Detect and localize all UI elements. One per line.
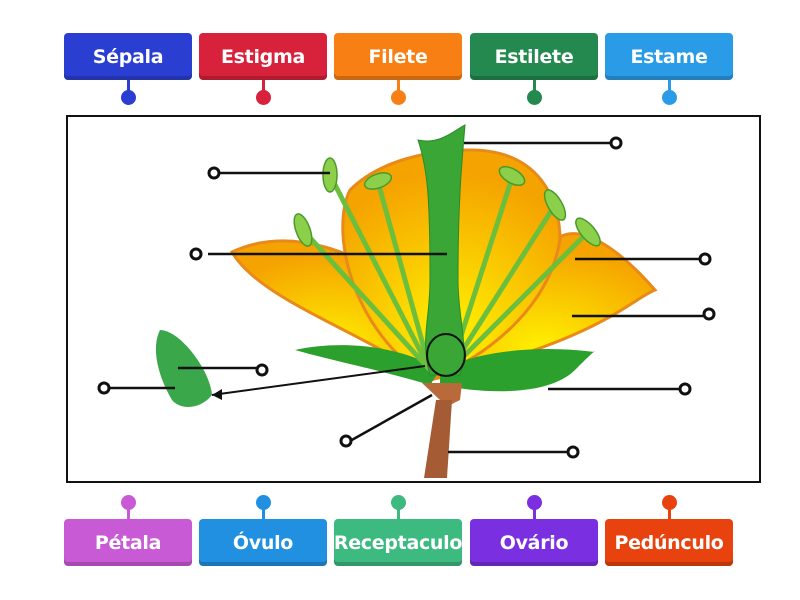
label-connector <box>262 80 265 94</box>
label-estigma[interactable]: Estigma <box>199 33 327 80</box>
label-pin <box>662 90 677 105</box>
label-pin <box>391 495 406 510</box>
label-connector <box>127 505 130 519</box>
drop-targets <box>97 136 716 459</box>
label-connector <box>533 505 536 519</box>
label-filete[interactable]: Filete <box>334 33 462 80</box>
ovary-outline <box>426 333 466 377</box>
label-pin <box>256 90 271 105</box>
anthers <box>293 157 601 247</box>
label-ovario[interactable]: Ovário <box>470 519 598 566</box>
label-ovulo[interactable]: Óvulo <box>199 519 327 566</box>
label-pin <box>121 90 136 105</box>
label-pin <box>256 495 271 510</box>
label-connector <box>668 80 671 94</box>
label-sepala[interactable]: Sépala <box>64 33 192 80</box>
label-receptaculo[interactable]: Receptaculo <box>334 519 462 566</box>
leader-lines <box>110 141 705 454</box>
label-pin <box>391 90 406 105</box>
label-pedunculo[interactable]: Pedúnculo <box>605 519 733 566</box>
label-connector <box>668 505 671 519</box>
label-estilete[interactable]: Estilete <box>470 33 598 80</box>
label-pin <box>662 495 677 510</box>
pistil <box>417 124 466 376</box>
label-connector <box>533 80 536 94</box>
peduncle <box>424 400 452 478</box>
label-connector <box>397 505 400 519</box>
label-petala[interactable]: Pétala <box>64 519 192 566</box>
diagram-frame <box>66 115 761 483</box>
label-connector <box>397 80 400 94</box>
label-pin <box>527 495 542 510</box>
label-connector <box>262 505 265 519</box>
label-pin <box>121 495 136 510</box>
label-pin <box>527 90 542 105</box>
receptacle <box>422 383 462 405</box>
label-connector <box>127 80 130 94</box>
sepals <box>295 345 595 392</box>
label-estame[interactable]: Estame <box>605 33 733 80</box>
